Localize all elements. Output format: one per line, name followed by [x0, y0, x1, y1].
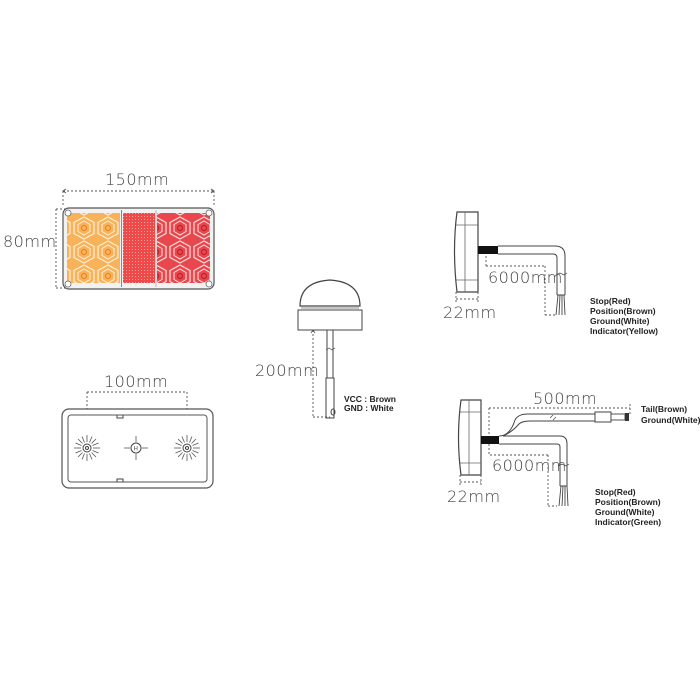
mount-stud-right — [174, 435, 200, 461]
wiring-gnd-label: GND : White — [344, 403, 394, 413]
extra-wiring-label: Ground(White) — [641, 415, 700, 425]
cable-length-dim-label: 200mm — [255, 361, 319, 380]
back-view: 100mm — [61, 372, 214, 489]
svg-text:H: H — [134, 446, 139, 453]
mount-spacing-dim-label: 100mm — [104, 372, 168, 391]
indicator-section — [67, 213, 120, 283]
mount-stud-left — [74, 435, 100, 461]
license-lamp: 200mm VCC : Brown GND : White — [255, 279, 396, 419]
side-view-bottom: 500mm 6000mm 22mm Tail(Brown) Ground(Wh — [447, 389, 700, 527]
side-view-top: 6000mm 22mm Stop(Red) Position(Brown) Gr… — [443, 211, 658, 336]
cable-length-dim-label: 6000mm — [488, 268, 563, 287]
wiring-label: Position(Brown) — [590, 306, 656, 316]
cable-length-dim-label: 6000mm — [492, 456, 567, 475]
wiring-label: Indicator(Green) — [595, 517, 661, 527]
cable-grommet: H — [124, 436, 148, 460]
extra-wiring-label: Tail(Brown) — [641, 404, 687, 414]
depth-dim-label: 22mm — [443, 303, 497, 322]
wiring-label: Position(Brown) — [595, 497, 661, 507]
front-view: 150mm 80mm — [3, 170, 215, 290]
wiring-label: Ground(White) — [595, 507, 655, 517]
wiring-vcc-label: VCC : Brown — [344, 394, 396, 404]
wiring-label: Stop(Red) — [595, 487, 636, 497]
wiring-label: Ground(White) — [590, 316, 650, 326]
extra-cable-dim-label: 500mm — [533, 389, 597, 408]
center-red-section — [123, 213, 155, 283]
width-dim-label: 150mm — [105, 170, 169, 189]
depth-dim-label: 22mm — [447, 487, 501, 506]
height-dim-label: 80mm — [3, 232, 57, 251]
wiring-label: Indicator(Yellow) — [590, 326, 658, 336]
stop-tail-section — [157, 213, 210, 283]
wiring-label: Stop(Red) — [590, 296, 631, 306]
